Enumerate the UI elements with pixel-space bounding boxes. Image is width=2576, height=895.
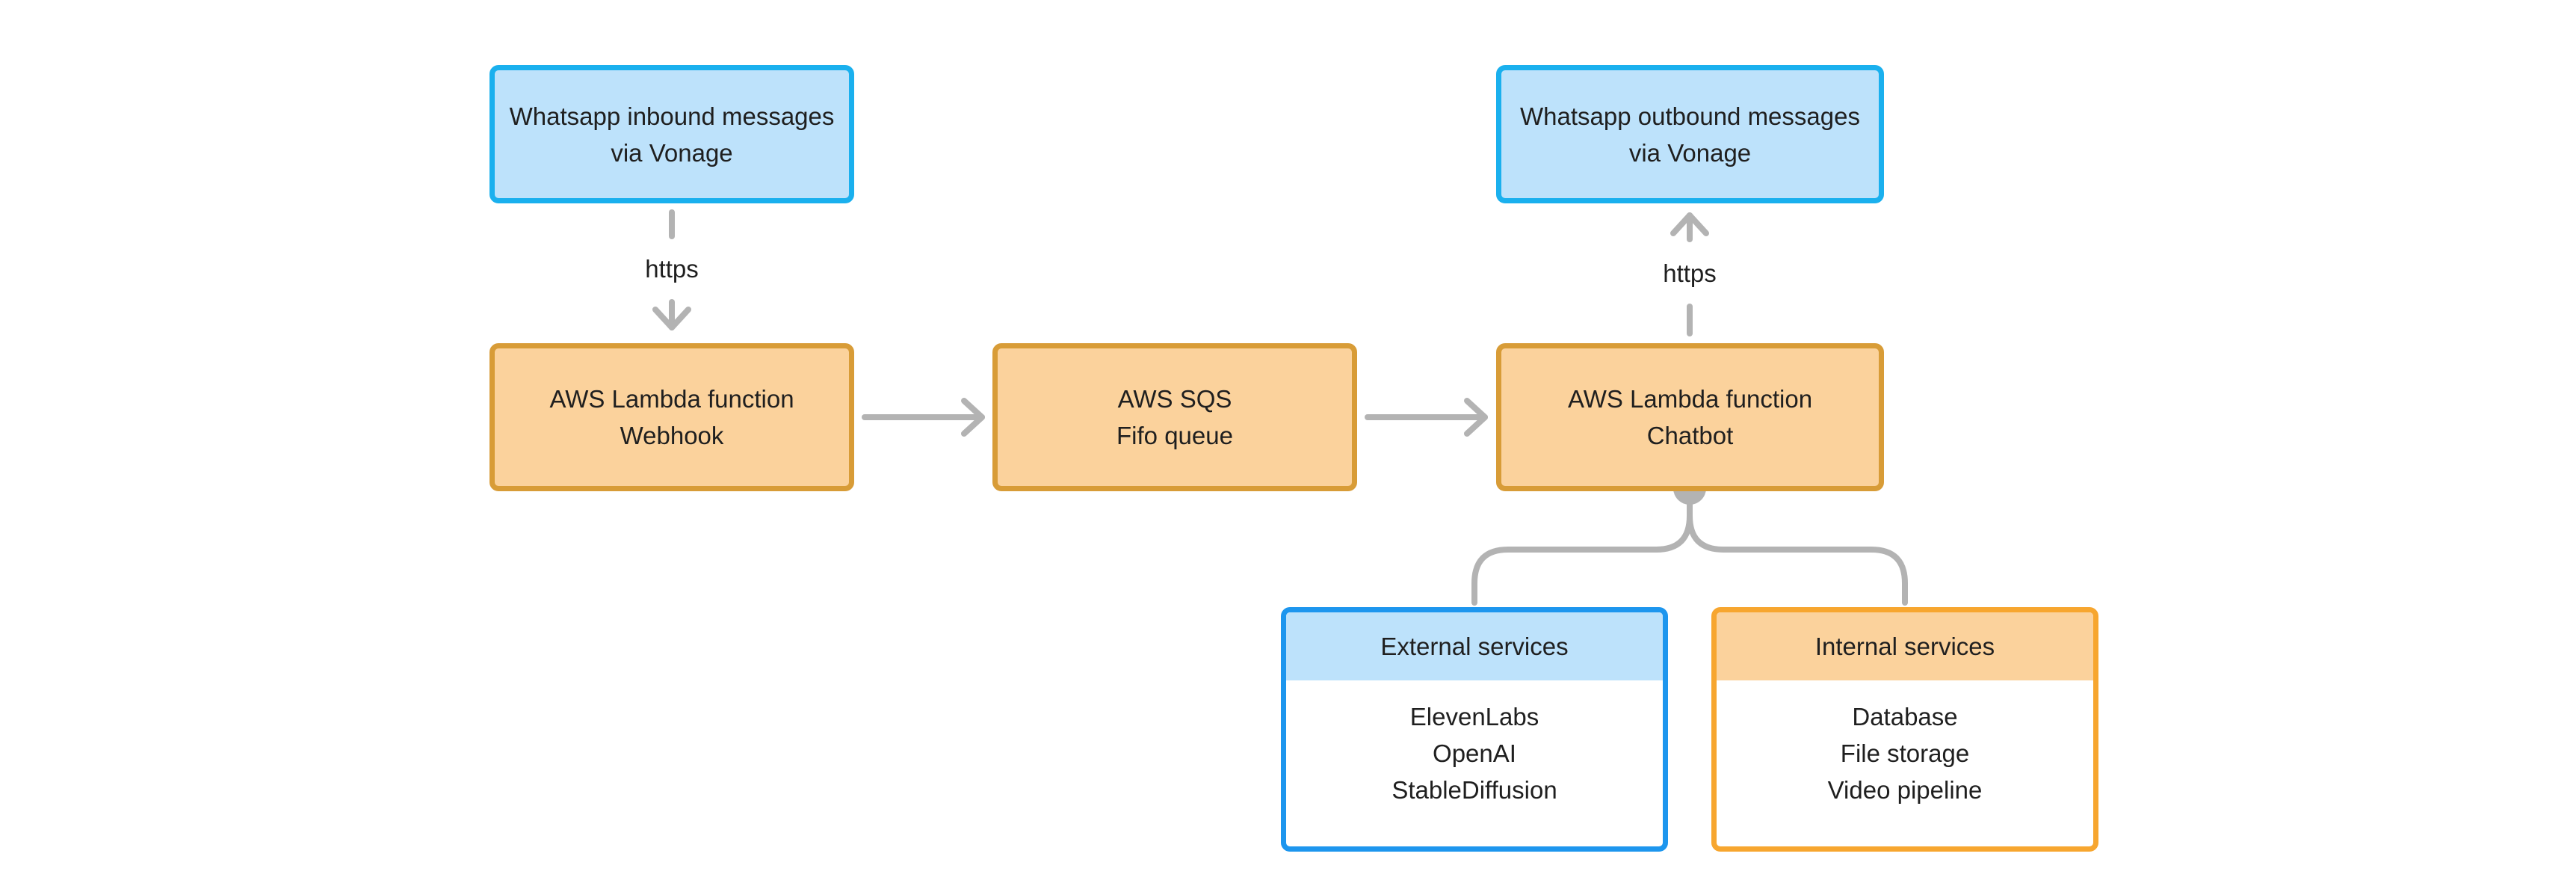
group-title: External services	[1380, 633, 1569, 660]
arrowhead-right-1	[961, 398, 985, 437]
internal-services-group[interactable]: Internal services Database File storage …	[1711, 607, 2098, 852]
node-label-line2: Chatbot	[1646, 422, 1734, 449]
edge-label-outbound-https: https	[1658, 259, 1721, 289]
edge-chatbot-external	[1471, 485, 1693, 606]
group-items: Database File storage Video pipeline	[1717, 680, 2093, 808]
arrowhead-up	[1670, 212, 1709, 236]
arrowhead-down	[652, 307, 691, 330]
arrowhead-right-2	[1464, 398, 1488, 437]
group-items: ElevenLabs OpenAI StableDiffusion	[1286, 680, 1663, 808]
node-label-line2: Fifo queue	[1116, 422, 1233, 449]
list-item: StableDiffusion	[1392, 776, 1557, 804]
list-item: Database	[1852, 703, 1958, 731]
node-label-line1: Whatsapp outbound messages	[1520, 102, 1860, 130]
whatsapp-inbound-node[interactable]: Whatsapp inbound messages via Vonage	[489, 65, 854, 203]
node-label-line1: AWS Lambda function	[549, 385, 794, 413]
node-label-line1: Whatsapp inbound messages	[509, 102, 835, 130]
node-label-line2: via Vonage	[611, 138, 733, 167]
node-label-line2: via Vonage	[1628, 138, 1752, 167]
edge-label-inbound-https: https	[640, 254, 703, 284]
external-services-group[interactable]: External services ElevenLabs OpenAI Stab…	[1281, 607, 1668, 852]
edge-chatbot-internal	[1687, 513, 1908, 606]
list-item: ElevenLabs	[1409, 703, 1539, 731]
group-title: Internal services	[1814, 633, 1995, 660]
list-item: OpenAI	[1433, 739, 1516, 767]
group-header: External services	[1286, 612, 1663, 680]
list-item: File storage	[1840, 739, 1970, 767]
chatbot-lambda-node[interactable]: AWS Lambda function Chatbot	[1496, 343, 1884, 491]
node-label-line1: AWS Lambda function	[1567, 385, 1813, 413]
whatsapp-outbound-node[interactable]: Whatsapp outbound messages via Vonage	[1496, 65, 1884, 203]
node-label-line2: Webhook	[620, 422, 724, 449]
node-label-line1: AWS SQS	[1117, 385, 1232, 413]
list-item: Video pipeline	[1827, 776, 1983, 804]
group-header: Internal services	[1717, 612, 2093, 680]
sqs-queue-node[interactable]: AWS SQS Fifo queue	[992, 343, 1357, 491]
webhook-lambda-node[interactable]: AWS Lambda function Webhook	[489, 343, 854, 491]
